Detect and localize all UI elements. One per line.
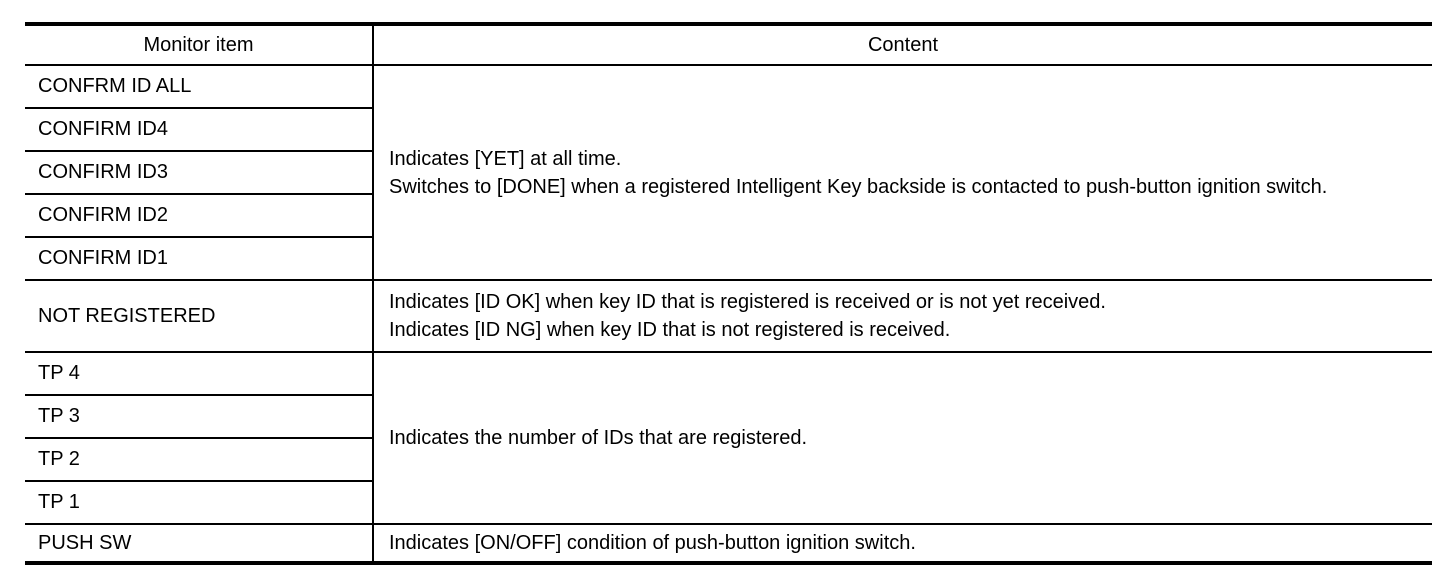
table-row: PUSH SW Indicates [ON/OFF] condition of …	[25, 524, 1432, 564]
monitor-item-confirm-id1: CONFIRM ID1	[25, 237, 374, 281]
monitor-item-confrm-id-all: CONFRM ID ALL	[25, 65, 374, 109]
table-row: CONFRM ID ALL Indicates [YET] at all tim…	[25, 65, 1432, 281]
monitor-item-tp4: TP 4	[25, 352, 374, 396]
content-line: Switches to [DONE] when a registered Int…	[389, 175, 1328, 198]
column-header-content: Content	[373, 24, 1432, 66]
table-row: CONFIRM ID2	[25, 194, 1432, 238]
monitor-item-not-registered: NOT REGISTERED	[25, 280, 374, 353]
content-cell-confirm-group: Indicates [YET] at all time. Switches to…	[373, 65, 1432, 281]
content-cell-tp-group: Indicates the number of IDs that are reg…	[373, 352, 1432, 525]
monitor-item-push-sw: PUSH SW	[25, 524, 374, 564]
content-line: Indicates [ID OK] when key ID that is re…	[389, 291, 1106, 313]
content-line: Indicates [ID NG] when key ID that is no…	[389, 319, 951, 341]
table-row: CONFIRM ID4	[25, 108, 1432, 152]
column-header-monitor-item: Monitor item	[25, 24, 374, 66]
content-line: Indicates [ON/OFF] condition of push-but…	[389, 532, 916, 554]
monitor-item-tp3: TP 3	[25, 395, 374, 439]
table-row: TP 1	[25, 481, 1432, 525]
table-row: NOT REGISTERED Indicates [ID OK] when ke…	[25, 280, 1432, 353]
monitor-item-confirm-id4: CONFIRM ID4	[25, 108, 374, 152]
table-row: TP 2	[25, 438, 1432, 482]
content-line: Indicates the number of IDs that are reg…	[389, 427, 807, 449]
table-row: TP 3	[25, 395, 1432, 439]
table-row: CONFIRM ID1	[25, 237, 1432, 281]
table-row: TP 4 Indicates the number of IDs that ar…	[25, 352, 1432, 525]
monitor-item-tp1: TP 1	[25, 481, 374, 525]
content-line: Indicates [YET] at all time.	[389, 147, 622, 170]
monitor-item-confirm-id3: CONFIRM ID3	[25, 151, 374, 195]
monitor-item-confirm-id2: CONFIRM ID2	[25, 194, 374, 238]
content-cell-not-registered: Indicates [ID OK] when key ID that is re…	[373, 280, 1432, 353]
content-cell-push-sw: Indicates [ON/OFF] condition of push-but…	[373, 524, 1432, 564]
table-header-row: Monitor item Content	[25, 24, 1432, 66]
table-row: CONFIRM ID3	[25, 151, 1432, 195]
monitor-item-table: Monitor item Content CONFRM ID ALL Indic…	[25, 22, 1432, 565]
monitor-item-tp2: TP 2	[25, 438, 374, 482]
